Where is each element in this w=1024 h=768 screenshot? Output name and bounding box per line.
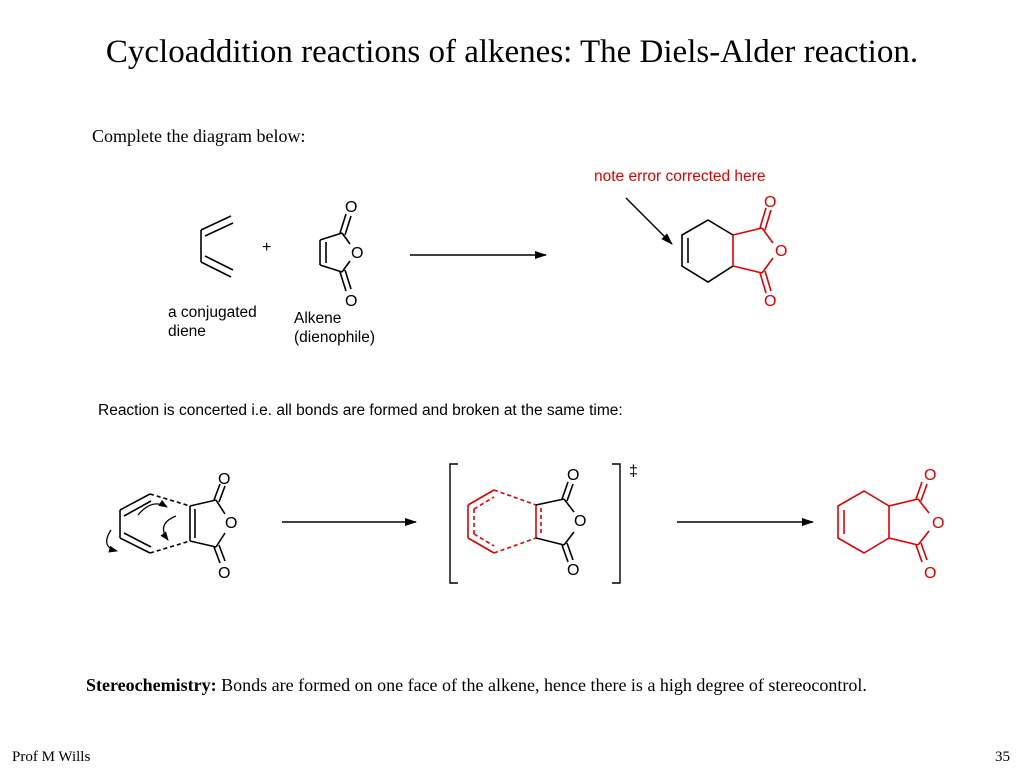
curved-electron-arrow-icon bbox=[160, 515, 177, 541]
transition-state-brackets bbox=[449, 463, 621, 584]
alkene-label-line2: (dienophile) bbox=[294, 329, 375, 346]
stereochemistry-text: Stereochemistry: Bonds are formed on one… bbox=[86, 675, 867, 696]
curved-electron-arrow-icon bbox=[106, 529, 118, 553]
curved-electron-arrow-icon bbox=[137, 499, 168, 516]
plus-sign: + bbox=[262, 239, 271, 256]
final-product-structure bbox=[837, 481, 930, 563]
atom-O: O bbox=[764, 293, 776, 310]
diene-label: a conjugated diene bbox=[168, 303, 257, 341]
atom-O: O bbox=[345, 199, 357, 216]
atom-O: O bbox=[775, 243, 787, 260]
atom-O: O bbox=[764, 194, 776, 211]
atom-O: O bbox=[225, 515, 237, 532]
note-pointer-arrow-icon bbox=[625, 197, 673, 245]
atom-O: O bbox=[574, 513, 586, 530]
double-dagger-icon: ‡ bbox=[629, 463, 638, 480]
page-number: 35 bbox=[995, 749, 1010, 765]
product-anhydride-ring bbox=[732, 207, 774, 294]
diene-structure bbox=[200, 215, 234, 278]
transition-state-red-ring bbox=[467, 489, 542, 554]
stereo-heading: Stereochemistry: bbox=[86, 675, 217, 695]
atom-O: O bbox=[567, 467, 579, 484]
correction-note: note error corrected here bbox=[594, 168, 766, 185]
stereo-body: Bonds are formed on one face of the alke… bbox=[216, 675, 867, 695]
maleic-anhydride-structure bbox=[319, 213, 352, 292]
atom-O: O bbox=[567, 562, 579, 579]
diene-label-line2: diene bbox=[168, 323, 206, 340]
alkene-label-line1: Alkene bbox=[294, 310, 342, 327]
instruction-text: Complete the diagram below: bbox=[92, 126, 306, 146]
atom-O: O bbox=[218, 565, 230, 582]
reactant-assembly bbox=[119, 483, 226, 564]
footer-author: Prof M Wills bbox=[12, 749, 91, 765]
concerted-text: Reaction is concerted i.e. all bonds are… bbox=[98, 402, 623, 419]
transition-state-anhydride bbox=[535, 481, 575, 563]
atom-O: O bbox=[351, 245, 363, 262]
slide-title: Cycloaddition reactions of alkenes: The … bbox=[105, 34, 919, 70]
diene-label-line1: a conjugated bbox=[168, 304, 257, 321]
product-cyclohexene-ring bbox=[681, 219, 734, 283]
alkene-label: Alkene (dienophile) bbox=[294, 309, 375, 347]
atom-O: O bbox=[924, 467, 936, 484]
atom-O: O bbox=[924, 565, 936, 582]
atom-O: O bbox=[932, 515, 944, 532]
atom-O: O bbox=[218, 471, 230, 488]
atom-O: O bbox=[345, 293, 357, 310]
